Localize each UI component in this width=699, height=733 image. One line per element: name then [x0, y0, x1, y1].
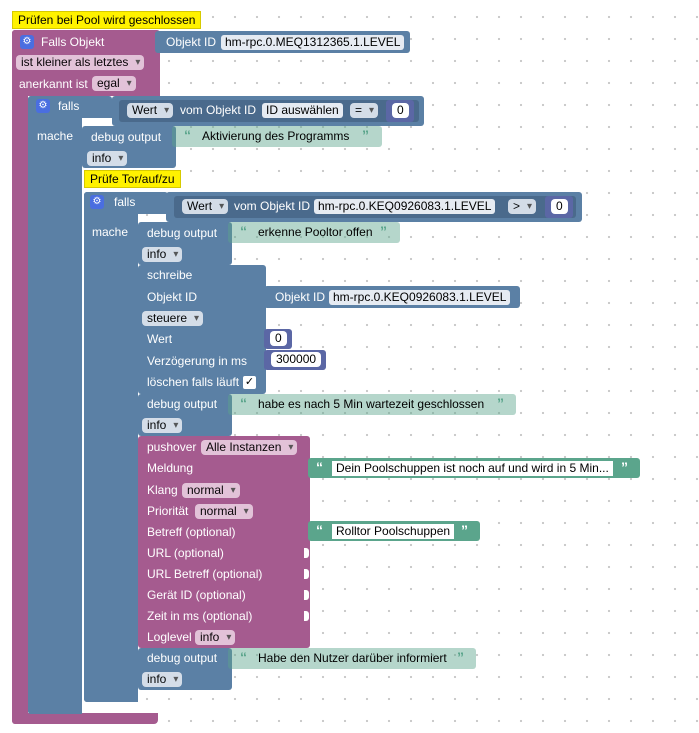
quote-close-icon: ”: [362, 127, 369, 143]
debug2-text-block[interactable]: [228, 222, 400, 243]
debug2-text[interactable]: erkenne Pooltor offen: [258, 225, 373, 239]
pushover-message-value[interactable]: Dein Poolschuppen ist noch auf und wird …: [332, 461, 613, 476]
pushover-url-title-label: URL Betreff (optional): [147, 567, 263, 581]
gear-icon[interactable]: ⚙: [20, 35, 34, 49]
quote-open-icon: “: [240, 395, 247, 411]
if2-operator-dropdown[interactable]: >: [508, 199, 537, 214]
if2-object-id[interactable]: hm-rpc.0.KEQ0926083.1.LEVEL: [314, 199, 496, 214]
debug4-text-block[interactable]: [228, 648, 476, 669]
write-wert-value[interactable]: 0: [270, 331, 287, 346]
if1-footer[interactable]: [28, 704, 80, 714]
gear-icon[interactable]: ⚙: [36, 99, 50, 113]
trigger-label: Falls Objekt: [41, 35, 105, 49]
ack-label: anerkannt ist: [19, 77, 88, 91]
quote-close-icon: ”: [457, 649, 464, 665]
write-delay-value[interactable]: 300000: [271, 352, 322, 367]
pushover-subject-label: Betreff (optional): [147, 525, 236, 539]
if1-operator-dropdown[interactable]: =: [350, 103, 379, 118]
pushover-device-label: Gerät ID (optional): [147, 588, 246, 602]
debug2-level-dropdown[interactable]: info: [142, 247, 183, 262]
pushover-loglevel-dropdown[interactable]: info: [195, 630, 236, 645]
if1-mache-label: mache: [37, 129, 74, 143]
debug4-label: debug output: [147, 651, 218, 665]
write-object-label: Objekt ID: [147, 290, 198, 304]
debug4-text[interactable]: Habe den Nutzer darüber informiert: [258, 651, 447, 665]
pushover-message-label: Meldung: [147, 461, 194, 475]
trigger-block-footer[interactable]: [12, 713, 158, 724]
quote-open-icon: “: [240, 649, 247, 665]
write-block[interactable]: [138, 265, 266, 394]
if2-footer[interactable]: [84, 692, 136, 702]
pushover-label: pushover: [147, 440, 197, 454]
pushover-priority-label: Priorität: [147, 504, 189, 518]
write-object-block-label: Objekt ID: [275, 290, 326, 304]
write-mode-dropdown[interactable]: steuere: [142, 311, 204, 326]
pushover-sound-dropdown[interactable]: normal: [182, 483, 240, 498]
input-socket[interactable]: [304, 548, 309, 558]
debug2-label: debug output: [147, 226, 218, 240]
pushover-priority-dropdown[interactable]: normal: [195, 504, 253, 519]
ack-dropdown[interactable]: egal: [92, 76, 136, 91]
pushover-loglevel-label: Loglevel: [147, 630, 192, 644]
quote-close-icon: ”: [497, 395, 504, 411]
if1-spine[interactable]: [28, 96, 82, 714]
debug3-label: debug output: [147, 397, 218, 411]
quote-open-icon: “: [184, 127, 191, 143]
if2-spine[interactable]: [84, 192, 138, 702]
write-clear-label: löschen falls läuft: [147, 375, 240, 389]
if1-object-select[interactable]: ID auswählen: [262, 103, 343, 118]
write-delay-label: Verzögerung in ms: [147, 354, 248, 368]
pushover-block[interactable]: [138, 436, 310, 648]
quote-open-icon: “: [240, 223, 247, 239]
debug1-level-dropdown[interactable]: info: [87, 151, 128, 166]
trigger-object-label: Objekt ID: [166, 35, 217, 49]
trigger-condition-dropdown[interactable]: ist kleiner als letztes: [16, 55, 145, 70]
debug1-text-block[interactable]: [172, 126, 382, 147]
quote-close-icon: ”: [380, 223, 387, 239]
if1-prop-dropdown[interactable]: Wert: [127, 103, 174, 118]
if2-mache-label: mache: [92, 225, 129, 239]
input-socket[interactable]: [304, 569, 309, 579]
pushover-url-label: URL (optional): [147, 546, 224, 560]
pushover-sound-label: Klang: [147, 483, 178, 497]
gear-icon[interactable]: ⚙: [90, 195, 104, 209]
quote-open-icon: “: [316, 522, 323, 538]
write-clear-checkbox[interactable]: ✓: [243, 376, 256, 389]
write-title: schreibe: [147, 268, 193, 282]
input-socket[interactable]: [304, 611, 309, 621]
if1-value[interactable]: 0: [392, 103, 409, 118]
write-wert-label: Wert: [147, 332, 173, 346]
quote-close-icon: ”: [461, 522, 468, 538]
if1-falls-label: falls: [58, 99, 80, 113]
comment-top[interactable]: Prüfen bei Pool wird geschlossen: [12, 11, 202, 29]
pushover-time-label: Zeit in ms (optional): [147, 609, 253, 623]
if2-value[interactable]: 0: [551, 199, 568, 214]
if2-prop-dropdown[interactable]: Wert: [182, 199, 229, 214]
if2-vom-label: vom Objekt ID: [234, 199, 311, 213]
debug4-level-dropdown[interactable]: info: [142, 672, 183, 687]
comment-tor[interactable]: Prüfe Tor/auf/zu: [84, 170, 181, 188]
debug3-text[interactable]: habe es nach 5 Min wartezeit geschlossen: [258, 397, 485, 411]
quote-close-icon: ”: [621, 459, 628, 475]
debug3-text-block[interactable]: [228, 394, 516, 415]
debug3-level-dropdown[interactable]: info: [142, 418, 183, 433]
trigger-object-id[interactable]: hm-rpc.0.MEQ1312365.1.LEVEL: [221, 35, 405, 50]
quote-open-icon: “: [316, 459, 323, 475]
pushover-subject-value[interactable]: Rolltor Poolschuppen: [332, 524, 455, 539]
if2-falls-label: falls: [114, 195, 136, 209]
input-socket[interactable]: [304, 590, 309, 600]
pushover-instance-dropdown[interactable]: Alle Instanzen: [201, 440, 298, 455]
debug1-text[interactable]: Aktivierung des Programms: [202, 129, 350, 143]
if1-vom-label: vom Objekt ID: [180, 103, 257, 117]
write-object-id[interactable]: hm-rpc.0.KEQ0926083.1.LEVEL: [329, 290, 511, 305]
trigger-block-spine[interactable]: [12, 30, 28, 724]
debug1-label: debug output: [91, 130, 162, 144]
